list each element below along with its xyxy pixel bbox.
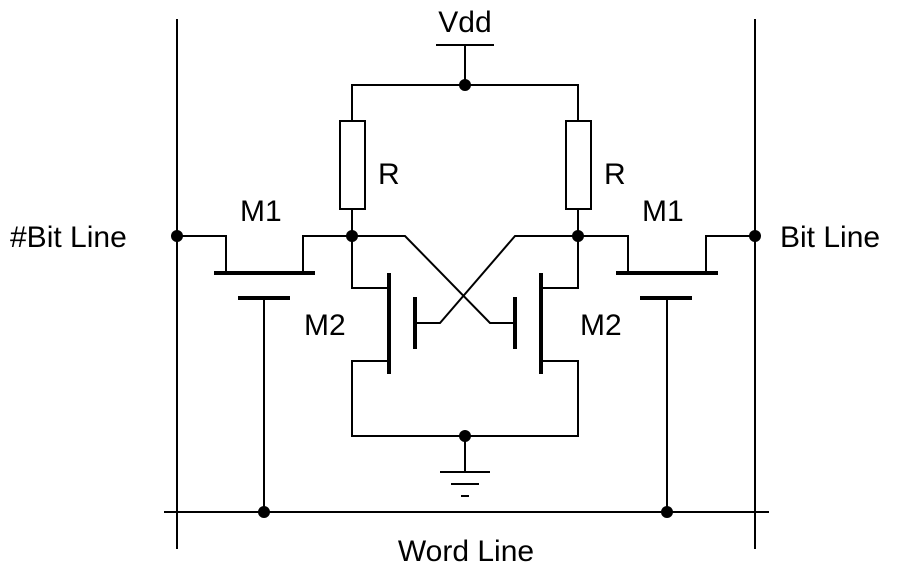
junction-dot-word-left [258, 506, 270, 518]
resistor-right [565, 120, 592, 210]
junction-dot-node-right [572, 230, 584, 242]
junction-dot-bit-left [171, 230, 183, 242]
m1-left-drain-wire [176, 235, 227, 274]
junction-dot-ground [459, 430, 471, 442]
vdd-label: Vdd [438, 6, 491, 39]
m1-left-label: M1 [240, 195, 282, 228]
m2-right-drain-wire [540, 235, 579, 289]
resistor-left-label: R [378, 158, 400, 191]
m1-right-label: M1 [642, 195, 684, 228]
junction-dot-bit-right [749, 230, 761, 242]
m2-right-label: M2 [580, 309, 622, 342]
m2-left-drain-wire [351, 235, 390, 289]
cross-couple-wire-a [351, 235, 516, 324]
word-line-label: Word Line [398, 535, 534, 567]
junction-dot-vdd [459, 79, 471, 91]
cross-couple-wire-b [414, 235, 579, 324]
m1-right-drain-wire [705, 235, 756, 274]
m2-left-source-wire [351, 360, 390, 437]
m1-left-source-wire [302, 235, 353, 274]
resistor-left [339, 120, 366, 210]
junction-dot-word-right [661, 506, 673, 518]
m2-right-source-wire [540, 360, 579, 437]
m2-left-label: M2 [304, 309, 346, 342]
junction-dot-node-left [346, 230, 358, 242]
bit-line-right-label: Bit Line [780, 221, 880, 254]
resistor-right-label: R [604, 158, 626, 191]
bit-line-left-label: #Bit Line [10, 221, 127, 254]
m1-right-source-wire [577, 235, 629, 274]
